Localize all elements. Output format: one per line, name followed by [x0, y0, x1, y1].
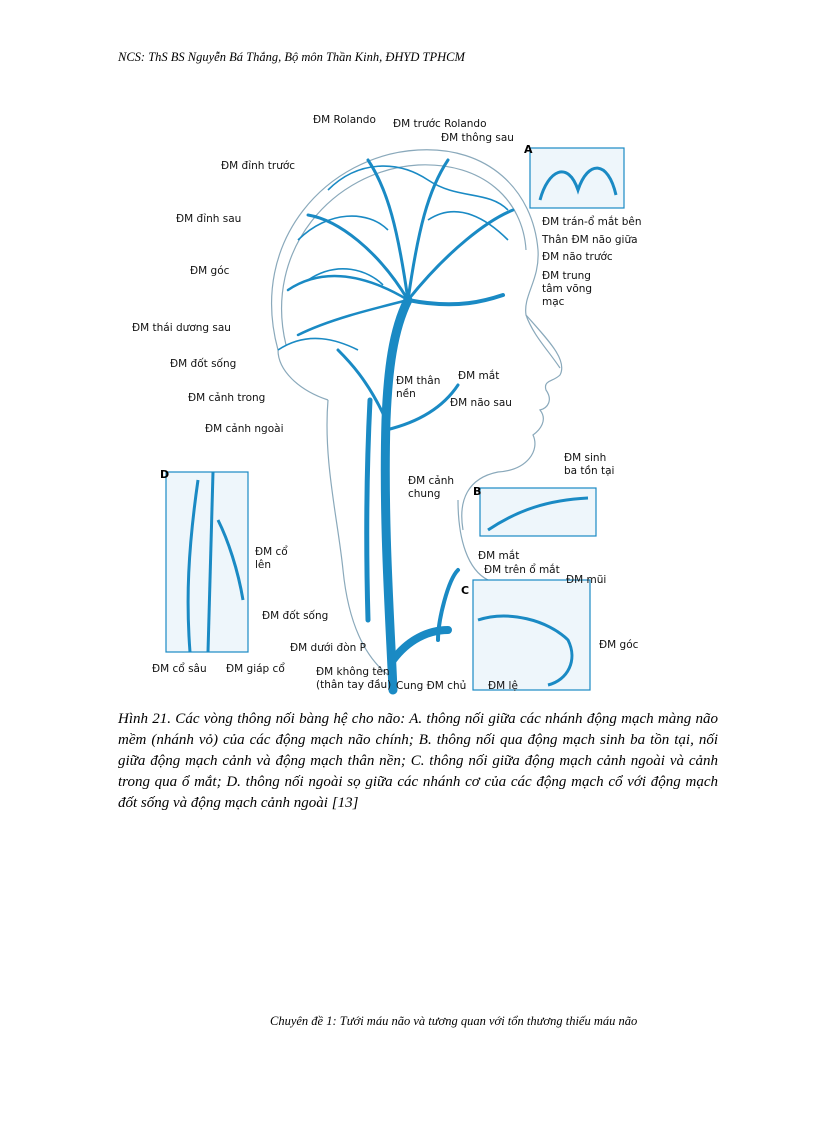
page-footer: Chuyên đề 1: Tưới máu não và tương quan …	[270, 1014, 638, 1028]
label-dm-rolando: ĐM Rolando	[313, 114, 376, 126]
label-dm-duoi-don-p: ĐM dưới đòn P	[290, 642, 366, 654]
label-dm-mat-c: ĐM mắt	[478, 550, 520, 562]
label-dm-dinh-truoc: ĐM đỉnh trước	[221, 160, 296, 172]
panel-label-b: B	[473, 485, 482, 498]
label-dm-nao-truoc: ĐM não trước	[542, 251, 613, 263]
label-dm-dot-song: ĐM đốt sống	[170, 358, 237, 370]
label-dm-sinh-ba-ton-tai: ĐM sinh ba tồn tại	[564, 452, 615, 477]
label-dm-goc: ĐM góc	[190, 265, 230, 277]
panel-label-a: A	[524, 143, 533, 156]
label-dm-trung-tam-vong-mac: ĐM trung tâm võng mạc	[542, 270, 593, 308]
label-dm-goc-c: ĐM góc	[599, 639, 639, 651]
label-dm-le: ĐM lệ	[488, 680, 518, 692]
vessel-illustration	[165, 147, 625, 695]
label-dm-nao-sau: ĐM não sau	[450, 397, 512, 409]
label-dm-co-len: ĐM cổ lên	[255, 546, 288, 571]
panel-label-c: C	[461, 584, 470, 597]
label-dm-thai-duong-sau: ĐM thái dương sau	[132, 322, 231, 334]
page-header: NCS: ThS BS Nguyễn Bá Thắng, Bộ môn Thần…	[118, 50, 465, 64]
label-dm-than-nen: ĐM thân nền	[396, 375, 441, 400]
anatomy-figure: A B C D ĐM Rolando ĐM trước Rolando ĐM t…	[128, 100, 648, 700]
label-dm-dinh-sau: ĐM đỉnh sau	[176, 213, 242, 225]
label-dm-canh-trong: ĐM cảnh trong	[188, 392, 266, 404]
label-dm-thong-sau: ĐM thông sau	[441, 132, 514, 144]
panel-label-d: D	[160, 468, 170, 481]
label-than-dm-nao-giua: Thân ĐM não giữa	[542, 234, 638, 246]
label-dm-co-sau: ĐM cổ sâu	[152, 663, 207, 675]
label-dm-truoc-rolando: ĐM trước Rolando	[393, 118, 487, 130]
figure-caption: Hình 21. Các vòng thông nối bàng hệ cho …	[118, 711, 718, 811]
label-dm-mui: ĐM mũi	[566, 574, 607, 586]
label-dm-giap-co: ĐM giáp cổ	[226, 663, 285, 675]
label-dm-mat: ĐM mắt	[458, 370, 500, 382]
label-dm-canh-chung: ĐM cảnh chung	[408, 475, 455, 500]
label-dm-tran-o-mat-ben: ĐM trán-ổ mắt bên	[542, 216, 642, 228]
label-dm-dot-song-d: ĐM đốt sống	[262, 610, 329, 622]
label-dm-canh-ngoai: ĐM cảnh ngoài	[205, 423, 284, 435]
label-dm-khong-ten: ĐM không tên (thân tay đầu)	[316, 666, 392, 691]
label-cung-dm-chu: Cung ĐM chủ	[396, 680, 467, 692]
label-dm-tren-o-mat: ĐM trên ổ mắt	[484, 564, 560, 576]
